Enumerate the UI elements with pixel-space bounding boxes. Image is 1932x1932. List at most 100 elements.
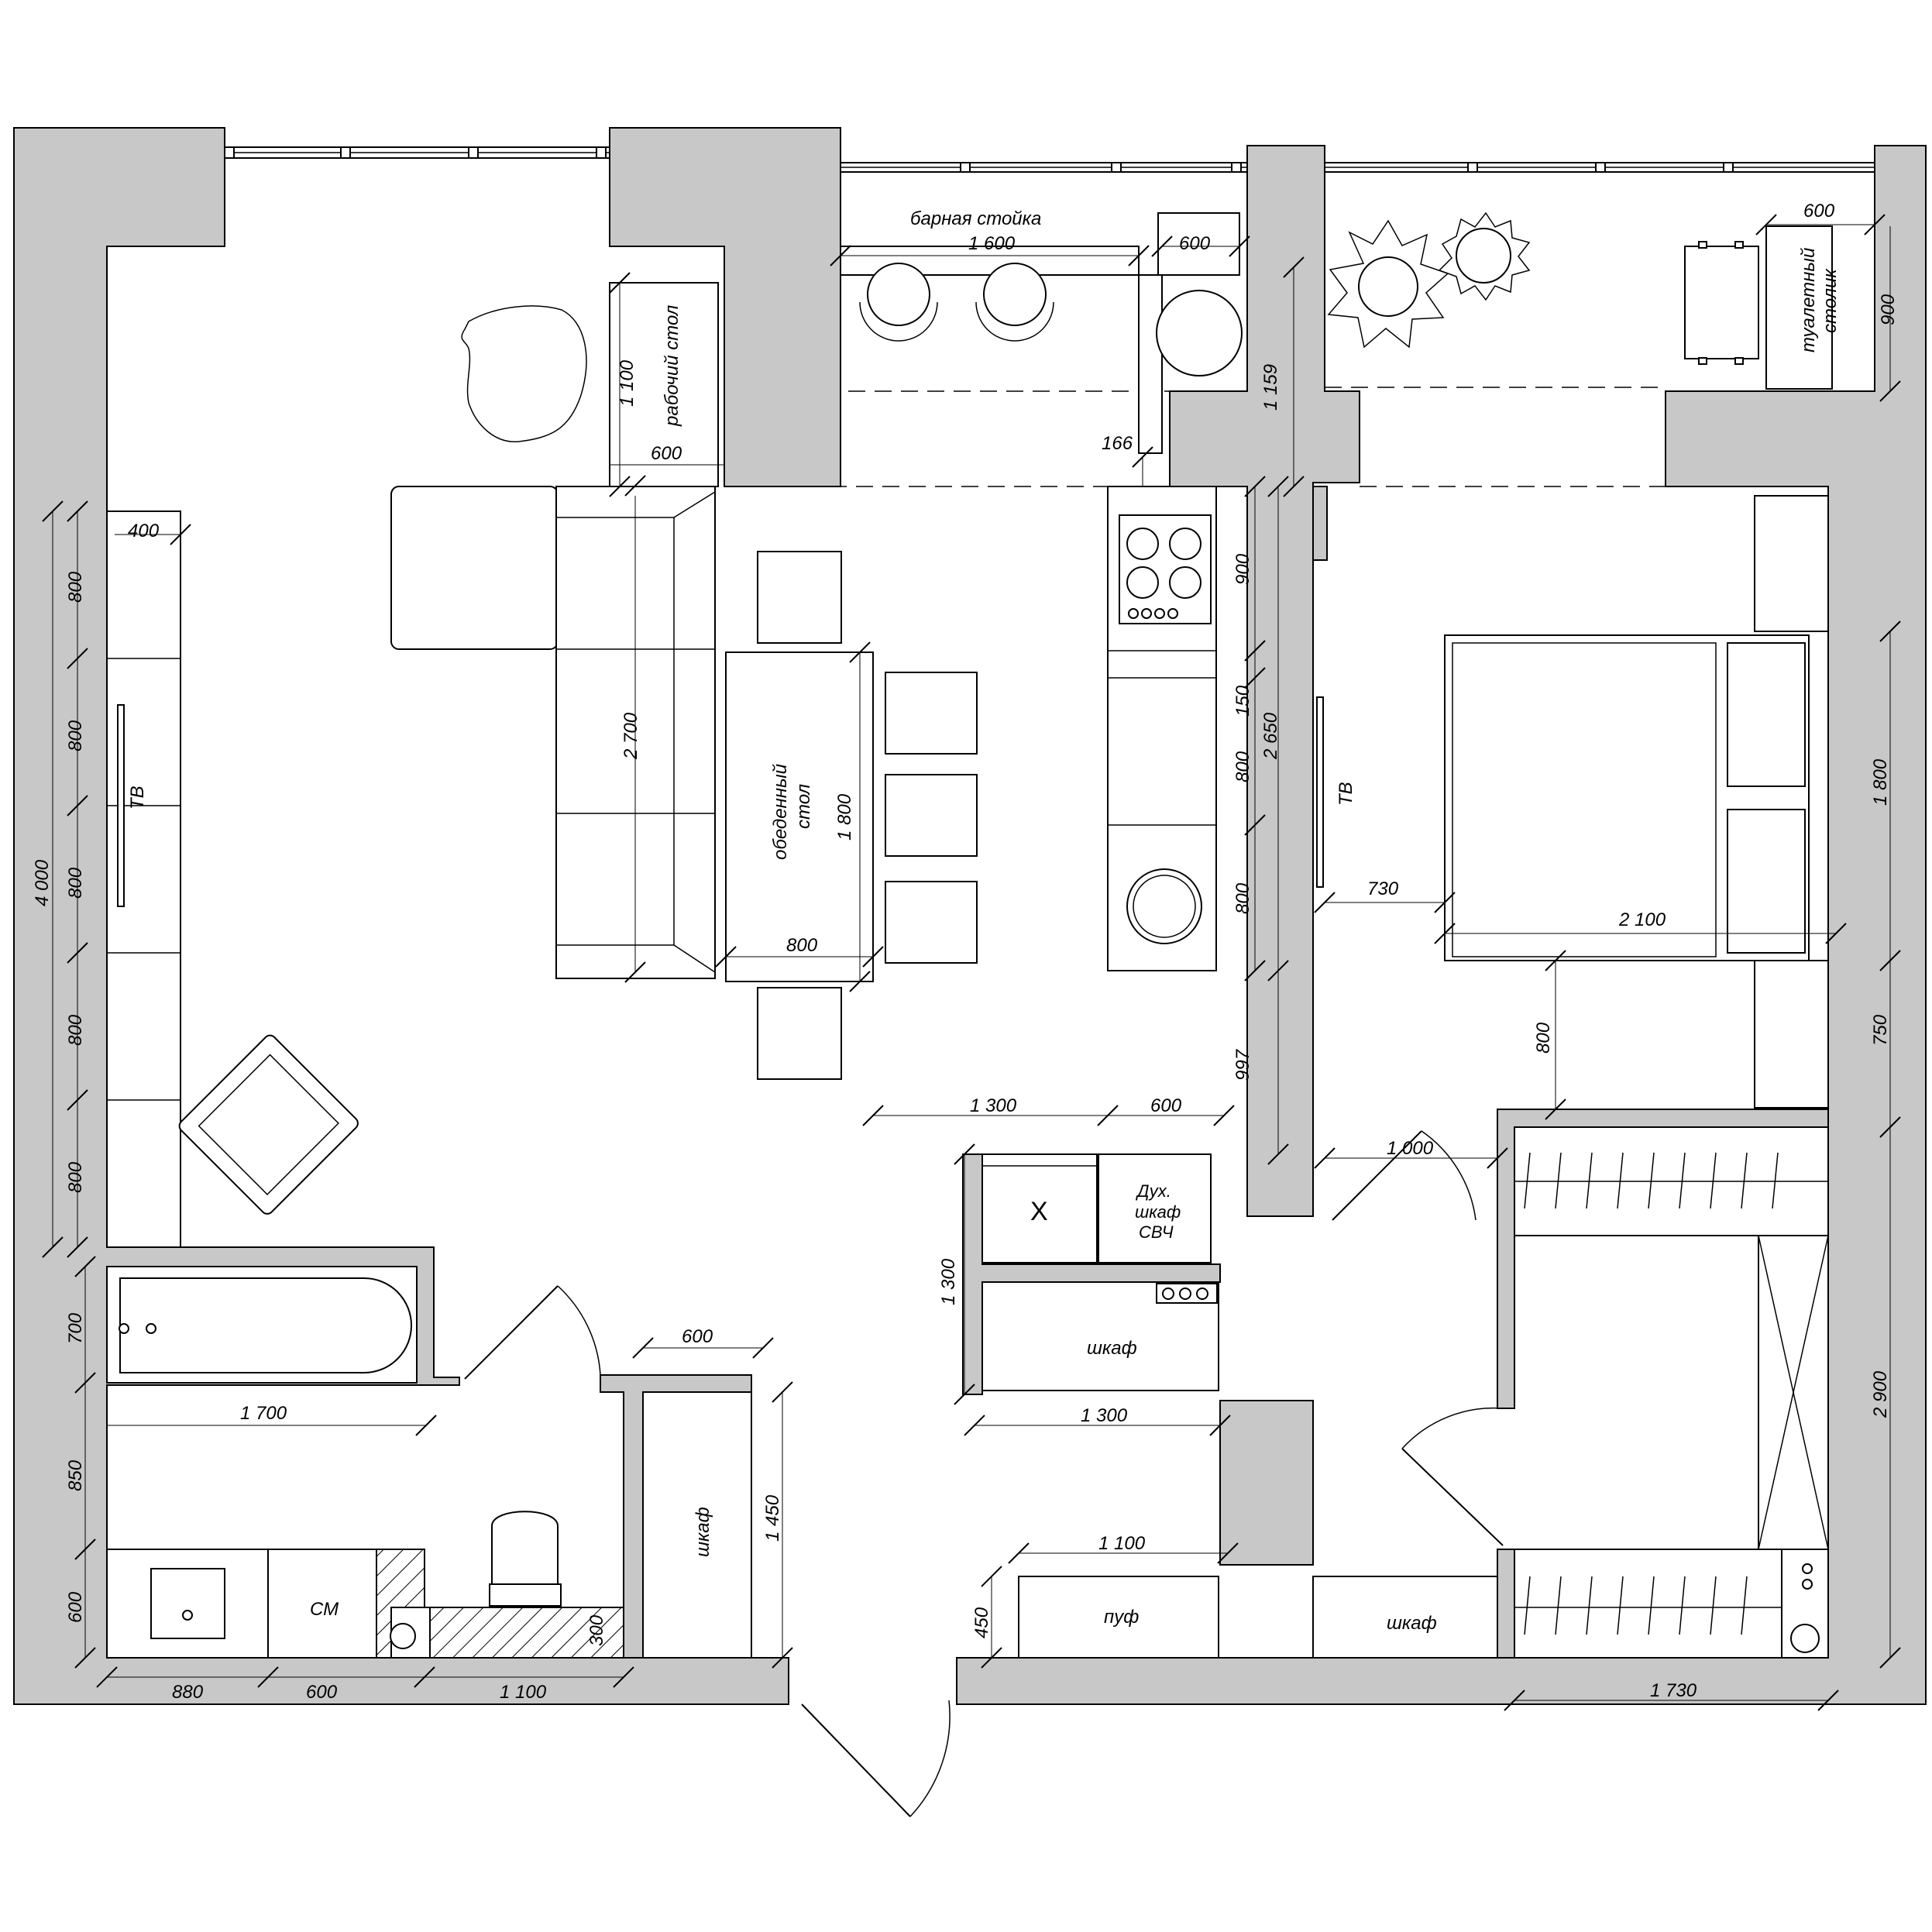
- desk-chair: [461, 305, 587, 442]
- dimension-ticks: [42, 214, 1901, 1711]
- dim-dining-w: 800: [786, 935, 818, 956]
- kitchen: [981, 486, 1219, 1391]
- label-fridge-mark: X: [1030, 1197, 1048, 1226]
- label-ottoman: пуф: [1104, 1607, 1139, 1628]
- shaft-hatch-2: [424, 1607, 624, 1659]
- dining-chair: [757, 987, 842, 1080]
- dim-left-800-d: 800: [65, 1014, 86, 1046]
- dim-kitchen-600: 600: [1150, 1095, 1182, 1116]
- partition-hall-bedroom: [1219, 1400, 1314, 1566]
- dining-chair: [885, 774, 978, 857]
- plant-icon: [1438, 211, 1531, 301]
- door-bathroom: [464, 1285, 559, 1380]
- door-bedroom: [1332, 1130, 1422, 1221]
- bedside-table-bottom: [1754, 960, 1829, 1109]
- dim-closet-1450: 1 450: [762, 1494, 783, 1542]
- dim-gap-166: 166: [1102, 433, 1133, 454]
- dim-kitchen-1300-bottom: 1 300: [1081, 1405, 1128, 1426]
- label-bar-counter: барная стойка: [910, 208, 1041, 229]
- pillow: [1727, 809, 1806, 954]
- bathroom: [106, 1266, 752, 1659]
- door-entry: [801, 1703, 911, 1817]
- pillow: [1727, 642, 1806, 787]
- dim-bottom-880: 880: [172, 1682, 204, 1703]
- dim-closet-600: 600: [682, 1326, 713, 1347]
- dim-bed-right-1800: 1 800: [1870, 758, 1891, 806]
- dim-bath-700: 700: [65, 1312, 86, 1344]
- dim-kitchen-997: 997: [1232, 1048, 1253, 1081]
- dim-bottom-600: 600: [306, 1682, 338, 1703]
- partition-wardrobe-lower: [1497, 1549, 1515, 1659]
- dim-wall-1159: 1 159: [1260, 364, 1281, 411]
- wardrobe-bottom: [1514, 1549, 1829, 1659]
- dim-bath-600: 600: [65, 1591, 86, 1623]
- entry-cabinet: [1312, 1576, 1498, 1659]
- label-wardrobe-entry: шкаф: [1387, 1613, 1437, 1634]
- sofa-chaise: [390, 486, 559, 650]
- bathtub-inner: [119, 1277, 412, 1373]
- dining-chair: [885, 672, 978, 755]
- bar-counter: [840, 246, 1163, 454]
- dim-left-total: 4 000: [32, 859, 53, 906]
- dim-bed-2100: 2 100: [1618, 909, 1666, 930]
- label-tv-left: ТВ: [127, 786, 148, 810]
- dressing-chair: [1684, 246, 1759, 359]
- dim-bar-side: 600: [1179, 233, 1211, 254]
- dim-kitchen-800-a: 800: [1232, 751, 1253, 782]
- armchair: [178, 1034, 359, 1215]
- hangers-bottom: [1524, 1576, 1748, 1635]
- work-desk: [609, 282, 719, 487]
- dim-tv-shelf-400: 400: [128, 521, 160, 541]
- dim-desk-w: 600: [651, 443, 682, 464]
- dim-bath-1700: 1 700: [240, 1403, 287, 1424]
- dining-chair: [885, 881, 978, 964]
- dim-door-1000: 1 000: [1387, 1138, 1434, 1159]
- dim-sofa-len: 2 700: [621, 712, 641, 760]
- dining-table: [725, 651, 874, 982]
- bedroom: [1316, 495, 1829, 1659]
- label-oven-1: Дух.: [1135, 1181, 1171, 1201]
- dim-bottom-300: 300: [586, 1614, 607, 1646]
- dim-right-2900: 2 900: [1870, 1370, 1891, 1418]
- dim-kitchen-1300-top: 1 300: [970, 1095, 1017, 1116]
- oven-cabinet: [1098, 1153, 1212, 1263]
- dim-left-800-e: 800: [65, 1161, 86, 1193]
- dim-left-800-b: 800: [65, 720, 86, 751]
- label-dining-table-1: обеденный: [770, 764, 791, 860]
- dressing-table: [1765, 225, 1833, 390]
- tv-left: [117, 704, 125, 907]
- label-oven-2: шкаф: [1135, 1202, 1181, 1222]
- labels: барная стойка 1 600 600 600 900 туалетны…: [32, 201, 1899, 1703]
- dim-bed-right-750: 750: [1870, 1014, 1891, 1046]
- dim-balcony-right-600: 600: [1803, 201, 1835, 222]
- dim-kitchen-total: 2 650: [1260, 712, 1281, 760]
- dim-left-800-c: 800: [65, 867, 86, 899]
- round-table-balcony: [1156, 290, 1243, 376]
- label-wardrobe-hall: шкаф: [693, 1507, 713, 1557]
- label-wardrobe-kitchen: шкаф: [1087, 1338, 1137, 1359]
- dim-dining-len: 1 800: [834, 793, 855, 841]
- dim-balcony-right-900: 900: [1878, 294, 1899, 325]
- label-dressing-table-1: туалетный: [1798, 248, 1819, 352]
- dim-pouf-450: 450: [971, 1607, 992, 1638]
- sink-round: [1126, 868, 1202, 944]
- bedside-table-top: [1754, 495, 1829, 632]
- label-dining-table-2: стол: [793, 783, 814, 829]
- washing-machine: [267, 1549, 377, 1659]
- living-room: [106, 282, 978, 1248]
- tv-right: [1316, 696, 1324, 888]
- hall: [1018, 1576, 1498, 1659]
- bar-stool-right: [983, 263, 1047, 326]
- ottoman-bench: [1018, 1576, 1219, 1659]
- dimension-lines: [52, 224, 1891, 1701]
- hangers-top: [1524, 1152, 1779, 1209]
- dim-wardrobe-1730: 1 730: [1650, 1680, 1697, 1701]
- toilet: [491, 1511, 559, 1585]
- bar-stool-left: [867, 263, 930, 326]
- label-oven-3: СВЧ: [1139, 1222, 1174, 1242]
- dim-bar-len: 1 600: [968, 233, 1016, 254]
- label-desk: рабочий стол: [662, 304, 682, 427]
- dim-bed-730: 730: [1367, 878, 1399, 899]
- dim-bottom-1100: 1 100: [500, 1682, 547, 1703]
